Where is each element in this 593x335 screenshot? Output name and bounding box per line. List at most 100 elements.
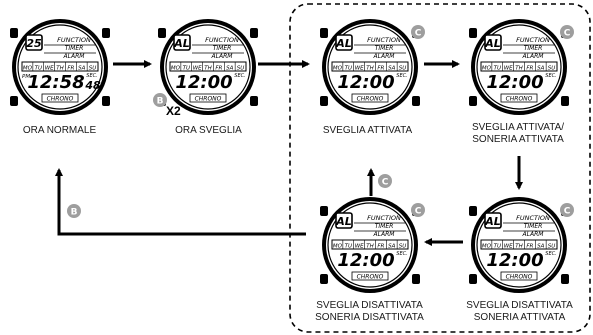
day-label-mo: MO — [482, 66, 492, 72]
day-label-we: WE — [355, 244, 364, 250]
sec-label: SEC. — [86, 73, 97, 79]
c-button-letter: C — [415, 207, 422, 217]
day-label-fr: FR — [67, 66, 74, 72]
day-label-fr: FR — [526, 244, 533, 250]
top-mini-display: AL — [335, 215, 352, 228]
caption-sveglia-soneria-disattivata: SVEGLIA DISATTIVATA SONERIA DISATTIVATA — [302, 300, 437, 324]
top-mini-display: AL — [335, 37, 352, 50]
caption-line: SVEGLIA ATTIVATA — [322, 125, 413, 136]
chrono-label: CHRONO — [357, 274, 384, 281]
day-label-sa: SA — [78, 66, 85, 72]
c-button-icon: C — [411, 203, 425, 217]
chrono-label: CHRONO — [47, 96, 74, 103]
timer-label: TIMER — [524, 223, 543, 230]
chrono-label: CHRONO — [357, 96, 384, 103]
day-label-mo: MO — [23, 66, 33, 72]
caption-line: SVEGLIA DISATTIVATA — [316, 300, 423, 311]
day-label-th: TH — [366, 244, 374, 250]
ampm-indicator: PM — [22, 74, 30, 80]
arrow-return-to-w1 — [55, 168, 306, 236]
caption-line: SONERIA ATTIVATA — [472, 134, 564, 145]
day-label-th: TH — [515, 66, 523, 72]
caption-sveglia-disattivata-soneria-attivata: SVEGLIA DISATTIVATA SONERIA ATTIVATA — [452, 300, 587, 324]
c-button-letter: C — [564, 29, 571, 39]
day-label-sa: SA — [537, 66, 544, 72]
caption-ora-sveglia: ORA SVEGLIA — [161, 125, 256, 137]
top-mini-display: AL — [484, 215, 501, 228]
top-mini-display: AL — [173, 37, 190, 50]
seconds-display: 48 — [84, 79, 101, 92]
alarm-label: ALARM — [373, 53, 396, 60]
day-label-we: WE — [45, 66, 54, 72]
day-label-fr: FR — [377, 244, 384, 250]
day-label-su: SU — [399, 244, 407, 250]
alarm-label: ALARM — [522, 53, 545, 60]
chrono-label: CHRONO — [506, 96, 533, 103]
c-button-icon: C — [411, 25, 425, 39]
c-button-icon: C — [560, 203, 574, 217]
b-button-letter: B — [157, 97, 164, 107]
top-mini-display: AL — [484, 37, 501, 50]
function-label: FUNCTION — [367, 36, 401, 44]
function-label: FUNCTION — [205, 36, 239, 44]
caption-line: SONERIA DISATTIVATA — [315, 312, 424, 323]
top-mini-display: 25 — [26, 37, 42, 50]
day-label-we: WE — [193, 66, 202, 72]
day-label-tu: TU — [345, 66, 352, 72]
caption-sveglia-attivata: SVEGLIA ATTIVATA — [310, 125, 425, 137]
day-label-fr: FR — [215, 66, 222, 72]
timer-label: TIMER — [213, 45, 232, 52]
caption-line: SVEGLIA DISATTIVATA — [466, 300, 573, 311]
day-label-mo: MO — [482, 244, 492, 250]
c-button-icon: C — [378, 174, 392, 188]
caption-sveglia-soneria-attivata: SVEGLIA ATTIVATA/ SONERIA ATTIVATA — [458, 122, 578, 146]
b-button-icon: B — [67, 204, 81, 218]
svg-text:C: C — [382, 178, 389, 188]
day-label-tu: TU — [494, 66, 501, 72]
function-label: FUNCTION — [367, 214, 401, 222]
day-label-mo: MO — [333, 244, 343, 250]
day-label-su: SU — [89, 66, 97, 72]
day-label-th: TH — [204, 66, 212, 72]
c-button-letter: C — [564, 207, 571, 217]
day-label-we: WE — [504, 66, 513, 72]
day-label-th: TH — [366, 66, 374, 72]
main-time-display: 12:00 — [175, 72, 232, 93]
main-time-display: 12:00 — [337, 72, 394, 93]
main-time-display: 12:00 — [486, 250, 543, 271]
day-label-fr: FR — [377, 66, 384, 72]
b-button-icon: B — [153, 93, 167, 107]
main-time-display: 12:58 — [27, 72, 84, 93]
press-twice-label: X2 — [166, 104, 181, 118]
function-label: FUNCTION — [57, 36, 91, 44]
day-label-sa: SA — [388, 66, 395, 72]
day-label-sa: SA — [537, 244, 544, 250]
sec-label: SEC. — [234, 73, 245, 79]
day-label-tu: TU — [35, 66, 42, 72]
day-label-su: SU — [237, 66, 245, 72]
day-label-mo: MO — [171, 66, 181, 72]
chrono-label: CHRONO — [195, 96, 222, 103]
day-label-th: TH — [515, 244, 523, 250]
day-label-we: WE — [504, 244, 513, 250]
sec-label: SEC. — [396, 251, 407, 257]
function-label: FUNCTION — [516, 214, 550, 222]
caption-ora-normale: ORA NORMALE — [12, 125, 107, 137]
alarm-label: ALARM — [211, 53, 234, 60]
chrono-label: CHRONO — [506, 274, 533, 281]
day-label-tu: TU — [494, 244, 501, 250]
function-label: FUNCTION — [516, 36, 550, 44]
day-label-we: WE — [355, 66, 364, 72]
sec-label: SEC. — [396, 73, 407, 79]
caption-line: ORA NORMALE — [22, 125, 97, 136]
day-label-sa: SA — [388, 244, 395, 250]
day-label-mo: MO — [333, 66, 343, 72]
main-time-display: 12:00 — [486, 72, 543, 93]
svg-text:B: B — [71, 208, 78, 218]
caption-line: SONERIA ATTIVATA — [473, 312, 566, 323]
